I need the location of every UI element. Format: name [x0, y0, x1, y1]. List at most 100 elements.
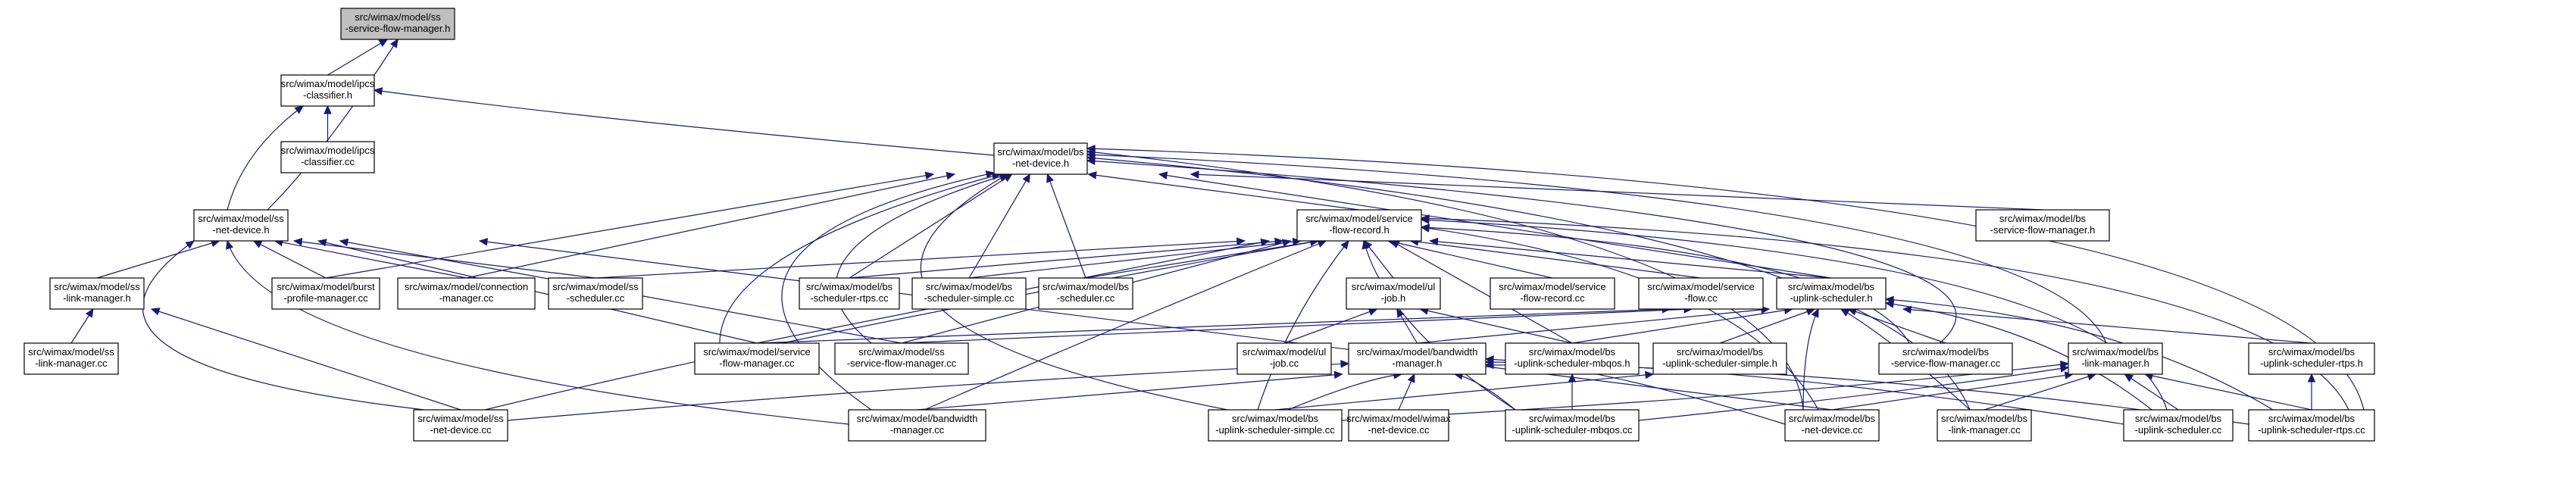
node-box — [1038, 277, 1133, 310]
edge-bs-ul-rtps-h-to-bs-ul-sched-h — [1902, 305, 2312, 344]
node-label-line: -classifier.cc — [301, 156, 355, 167]
node-bs-ul-rtps-h[interactable]: src/wimax/model/bs-uplink-scheduler-rtps… — [2248, 342, 2375, 375]
node-ss-netdev-h[interactable]: src/wimax/model/ss-net-device.h — [193, 209, 289, 242]
node-bs-ul-rtps-cc[interactable]: src/wimax/model/bs-uplink-scheduler-rtps… — [2248, 409, 2375, 442]
node-label-line: src/wimax/model/bandwidth — [1357, 346, 1478, 358]
node-layer: src/wimax/model/ss-service-flow-manager.… — [23, 8, 2375, 442]
edge-sf-cc-to-sfr-h — [1409, 238, 1702, 279]
node-label-line: src/wimax/model/bs — [1789, 413, 1876, 424]
node-box — [271, 277, 380, 310]
edge-bs-ul-mbqos-cc-to-sfr-h — [1361, 239, 1516, 411]
node-box — [834, 342, 969, 375]
node-sf-cc[interactable]: src/wimax/model/service-flow.cc — [1638, 277, 1764, 310]
node-bs-sched-rtps-cc[interactable]: src/wimax/model/bs-scheduler-rtps.cc — [799, 277, 900, 310]
node-bs-netdev-cc[interactable]: src/wimax/model/bs-net-device.cc — [1784, 409, 1880, 442]
edge-bs-ul-mbqos-h-to-ul-job-h — [1419, 307, 1573, 344]
node-label-line: -scheduler.cc — [567, 292, 625, 304]
node-bs-ul-mbqos-cc[interactable]: src/wimax/model/bs-uplink-scheduler-mbqo… — [1505, 409, 1640, 442]
node-label-line: src/wimax/model/ss — [54, 281, 140, 292]
node-bs-sched-cc[interactable]: src/wimax/model/bs-scheduler.cc — [1038, 277, 1133, 310]
edge-bs-ul-rtps-cc-to-bs-ul-rtps-h — [2307, 373, 2316, 410]
node-bs-lm-h[interactable]: src/wimax/model/bs-link-manager.h — [2068, 342, 2163, 375]
node-label-line: -uplink-scheduler.cc — [2135, 424, 2222, 436]
node-ul-job-h[interactable]: src/wimax/model/ul-job.h — [1346, 277, 1441, 310]
node-box — [2248, 342, 2375, 375]
node-box — [280, 74, 375, 107]
node-sfr-h[interactable]: src/wimax/model/service-flow-record.h — [1296, 209, 1422, 242]
node-label-line: -net-device.h — [212, 224, 269, 236]
node-bs-ul-sched-h[interactable]: src/wimax/model/bs-uplink-scheduler.h — [1776, 277, 1887, 310]
node-ipcs-h[interactable]: src/wimax/model/ipcs-classifier.h — [280, 74, 375, 107]
node-bs-sfm-cc[interactable]: src/wimax/model/bs-service-flow-manager.… — [1878, 342, 2013, 375]
node-box — [2123, 409, 2234, 442]
edge-bs-ul-mbqos-cc-to-bs-lm-h — [1638, 364, 2070, 421]
node-label-line: -uplink-scheduler-rtps.h — [2260, 358, 2363, 369]
node-ipcs-cc[interactable]: src/wimax/model/ipcs-classifier.cc — [280, 141, 375, 173]
node-bs-ul-simple-h[interactable]: src/wimax/model/bs-uplink-scheduler-simp… — [1652, 342, 1787, 375]
node-label-line: src/wimax/model/service — [1305, 213, 1413, 224]
node-bs-ul-sched-cc[interactable]: src/wimax/model/bs-uplink-scheduler.cc — [2123, 409, 2234, 442]
node-box — [1638, 277, 1764, 310]
node-bs-sfm-h[interactable]: src/wimax/model/bs-service-flow-manager.… — [1975, 209, 2110, 242]
node-box — [397, 277, 536, 310]
node-label-line: -flow.cc — [1684, 292, 1718, 304]
node-label-line: -manager.cc — [439, 292, 494, 304]
node-conn-cc[interactable]: src/wimax/model/connection-manager.cc — [397, 277, 536, 310]
edge-bs-ul-simple-cc-to-bs-ul-simple-h — [1274, 370, 1655, 411]
node-label-line: src/wimax/model/wimax — [1346, 413, 1451, 424]
node-label-line: src/wimax/model/bs — [2135, 413, 2222, 424]
node-label-line: src/wimax/model/bs — [1902, 346, 1990, 358]
node-label-line: src/wimax/model/service — [1647, 281, 1755, 292]
node-label-line: src/wimax/model/service — [1499, 281, 1606, 292]
node-ss-lm-h[interactable]: src/wimax/model/ss-link-manager.h — [49, 277, 145, 310]
node-label-line: src/wimax/model/bs — [1677, 346, 1764, 358]
edge-bs-ul-mbqos-cc-to-bs-ul-mbqos-h — [1568, 373, 1577, 410]
node-box — [1784, 409, 1880, 442]
node-box — [1975, 209, 2110, 242]
node-label-line: -link-manager.cc — [1948, 424, 2021, 436]
node-wimax-netdev-cc[interactable]: src/wimax/model/wimax-net-device.cc — [1346, 409, 1451, 442]
node-ss-netdev-cc[interactable]: src/wimax/model/ss-net-device.cc — [413, 409, 508, 442]
node-label-line: src/wimax/model/bs — [1941, 413, 2028, 424]
node-label-line: -uplink-scheduler-simple.h — [1662, 358, 1777, 369]
node-label-line: src/wimax/model/ul — [1243, 346, 1327, 358]
node-bs-sched-simple-cc[interactable]: src/wimax/model/bs-scheduler-simple.cc — [911, 277, 1027, 310]
node-ul-job-cc[interactable]: src/wimax/model/ul-job.cc — [1236, 342, 1332, 375]
node-label-line: src/wimax/model/bs — [2072, 346, 2159, 358]
edge-bs-netdev-cc-to-bs-ul-sched-h — [1802, 308, 1819, 411]
edge-ss-netdev-cc-to-ss-netdev-h — [142, 240, 425, 411]
node-sfm-cc[interactable]: src/wimax/model/service-flow-manager.cc — [694, 342, 820, 375]
node-bs-lm-cc[interactable]: src/wimax/model/bs-link-manager.cc — [1937, 409, 2032, 442]
node-label-line: -scheduler-rtps.cc — [810, 292, 889, 304]
node-bs-ul-simple-cc[interactable]: src/wimax/model/bs-uplink-scheduler-simp… — [1208, 409, 1343, 442]
node-label-line: src/wimax/model/bandwidth — [857, 413, 978, 424]
node-bs-ul-mbqos-h[interactable]: src/wimax/model/bs-uplink-scheduler-mbqo… — [1505, 342, 1640, 375]
node-ss-lm-cc[interactable]: src/wimax/model/ss-link-manager.cc — [23, 342, 119, 375]
node-box — [1236, 342, 1332, 375]
edge-ipcs-h-to-ss-sfm-h — [327, 39, 389, 76]
node-bw-h[interactable]: src/wimax/model/bandwidth-manager.h — [1348, 342, 1487, 375]
node-bw-cc[interactable]: src/wimax/model/bandwidth-manager.cc — [848, 409, 986, 442]
node-box — [2248, 409, 2375, 442]
edge-ss-netdev-cc-to-ss-lm-h — [150, 308, 461, 411]
node-box — [1937, 409, 2032, 442]
node-label-line: -uplink-scheduler-rtps.cc — [2258, 424, 2365, 436]
node-box — [548, 277, 643, 310]
node-box — [1490, 277, 1615, 310]
node-bs-netdev-h[interactable]: src/wimax/model/bs-net-device.h — [993, 142, 1088, 175]
edge-ss-lm-cc-to-ss-lm-h — [70, 308, 94, 344]
node-ss-sched-cc[interactable]: src/wimax/model/ss-scheduler.cc — [548, 277, 643, 310]
node-box — [340, 8, 455, 40]
node-ss-sfm-h[interactable]: src/wimax/model/ss-service-flow-manager.… — [340, 8, 455, 40]
edge-bs-sched-simple-cc-to-bs-netdev-h — [968, 173, 1030, 279]
node-label-line: -job.h — [1381, 292, 1406, 304]
node-box — [1878, 342, 2013, 375]
node-label-line: src/wimax/model/burst — [277, 281, 375, 292]
node-burst-cc[interactable]: src/wimax/model/burst-profile-manager.cc — [271, 277, 380, 310]
node-ss-sfm-cc[interactable]: src/wimax/model/ss-service-flow-manager.… — [834, 342, 969, 375]
edge-bs-sched-rtps-cc-to-sfr-h — [849, 237, 1284, 279]
edge-bw-cc-to-sfr-h — [924, 240, 1327, 411]
node-box — [694, 342, 820, 375]
edge-ipcs-cc-to-ipcs-h — [324, 105, 332, 142]
node-sfr-cc[interactable]: src/wimax/model/service-flow-record.cc — [1490, 277, 1615, 310]
